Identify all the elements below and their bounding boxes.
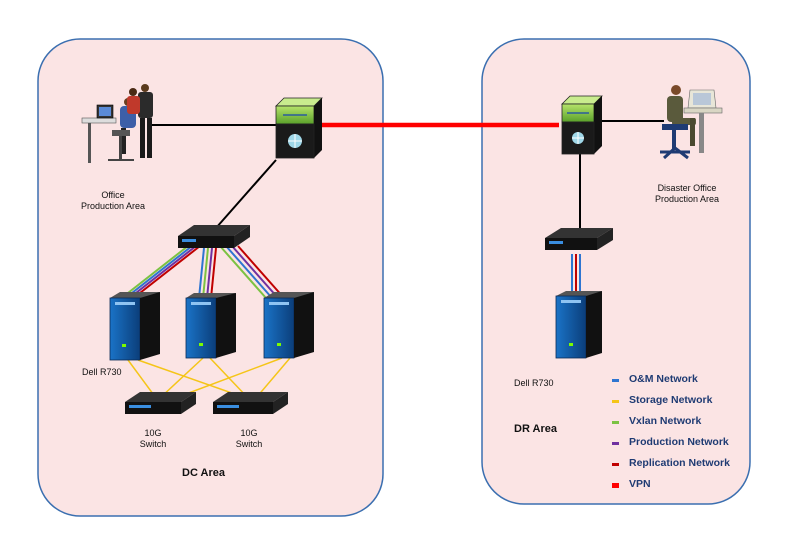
legend-label-vxlan: Vxlan Network xyxy=(629,415,702,427)
dr-area-title: DR Area xyxy=(514,423,557,435)
10g-switch-2-label-line2: Switch xyxy=(235,439,263,449)
dr-access-switch-icon xyxy=(545,228,613,250)
connections xyxy=(118,120,664,401)
10g-switch-2-label-line1: 10G xyxy=(240,428,258,438)
dc-server-2-icon xyxy=(185,293,236,359)
legend-label-production: Production Network xyxy=(629,436,729,448)
legend-swatch-vpn xyxy=(612,483,619,488)
disaster-office-label: Disaster Office Production Area xyxy=(637,183,737,205)
office-label-line1: Office xyxy=(101,190,125,200)
dc-server-label: Dell R730 xyxy=(82,367,122,377)
legend-label-vpn: VPN xyxy=(629,478,651,490)
dc-server-3-icon xyxy=(263,292,314,359)
10g-switch-1-label: 10G Switch xyxy=(133,428,173,450)
legend-swatch-storage xyxy=(612,400,619,403)
switch-to-server2-links xyxy=(198,247,217,299)
dc-area-title: DC Area xyxy=(182,467,225,479)
dr-server-icon xyxy=(555,291,602,359)
10g-switch-1-label-line1: 10G xyxy=(144,428,162,438)
legend-label-storage: Storage Network xyxy=(629,394,713,406)
office-label: Office Production Area xyxy=(68,190,158,212)
disaster-office-person-icon xyxy=(660,85,723,160)
10g-switch-2-label: 10G Switch xyxy=(229,428,269,450)
10g-switch-1-label-line2: Switch xyxy=(139,439,167,449)
disaster-office-label-line2: Production Area xyxy=(654,194,720,204)
legend-swatch-om xyxy=(612,379,619,382)
legend-swatch-vxlan xyxy=(612,421,619,424)
dr-server-label: Dell R730 xyxy=(514,378,554,388)
10g-switch-1-icon xyxy=(125,392,196,414)
legend-swatch-production xyxy=(612,442,619,445)
legend-label-om: O&M Network xyxy=(629,373,698,385)
core-to-access-switch-link xyxy=(215,159,277,229)
dc-access-switch-icon xyxy=(178,225,250,248)
dc-core-switch-icon xyxy=(275,97,323,159)
dc-area-box xyxy=(37,38,384,517)
switch-to-server1-links xyxy=(118,245,201,301)
dr-core-switch-icon xyxy=(561,95,603,155)
dc-server-1-icon xyxy=(109,292,160,361)
storage-links xyxy=(127,357,291,401)
legend-label-replication: Replication Network xyxy=(629,457,730,469)
office-people-icon xyxy=(81,84,153,163)
legend-swatch-replication xyxy=(612,463,619,466)
disaster-office-label-line1: Disaster Office xyxy=(657,183,717,193)
10g-switch-2-icon xyxy=(213,392,288,414)
dr-switch-to-server-links xyxy=(571,254,581,296)
switch-to-server3-links xyxy=(219,245,285,299)
office-label-line2: Production Area xyxy=(80,201,146,211)
